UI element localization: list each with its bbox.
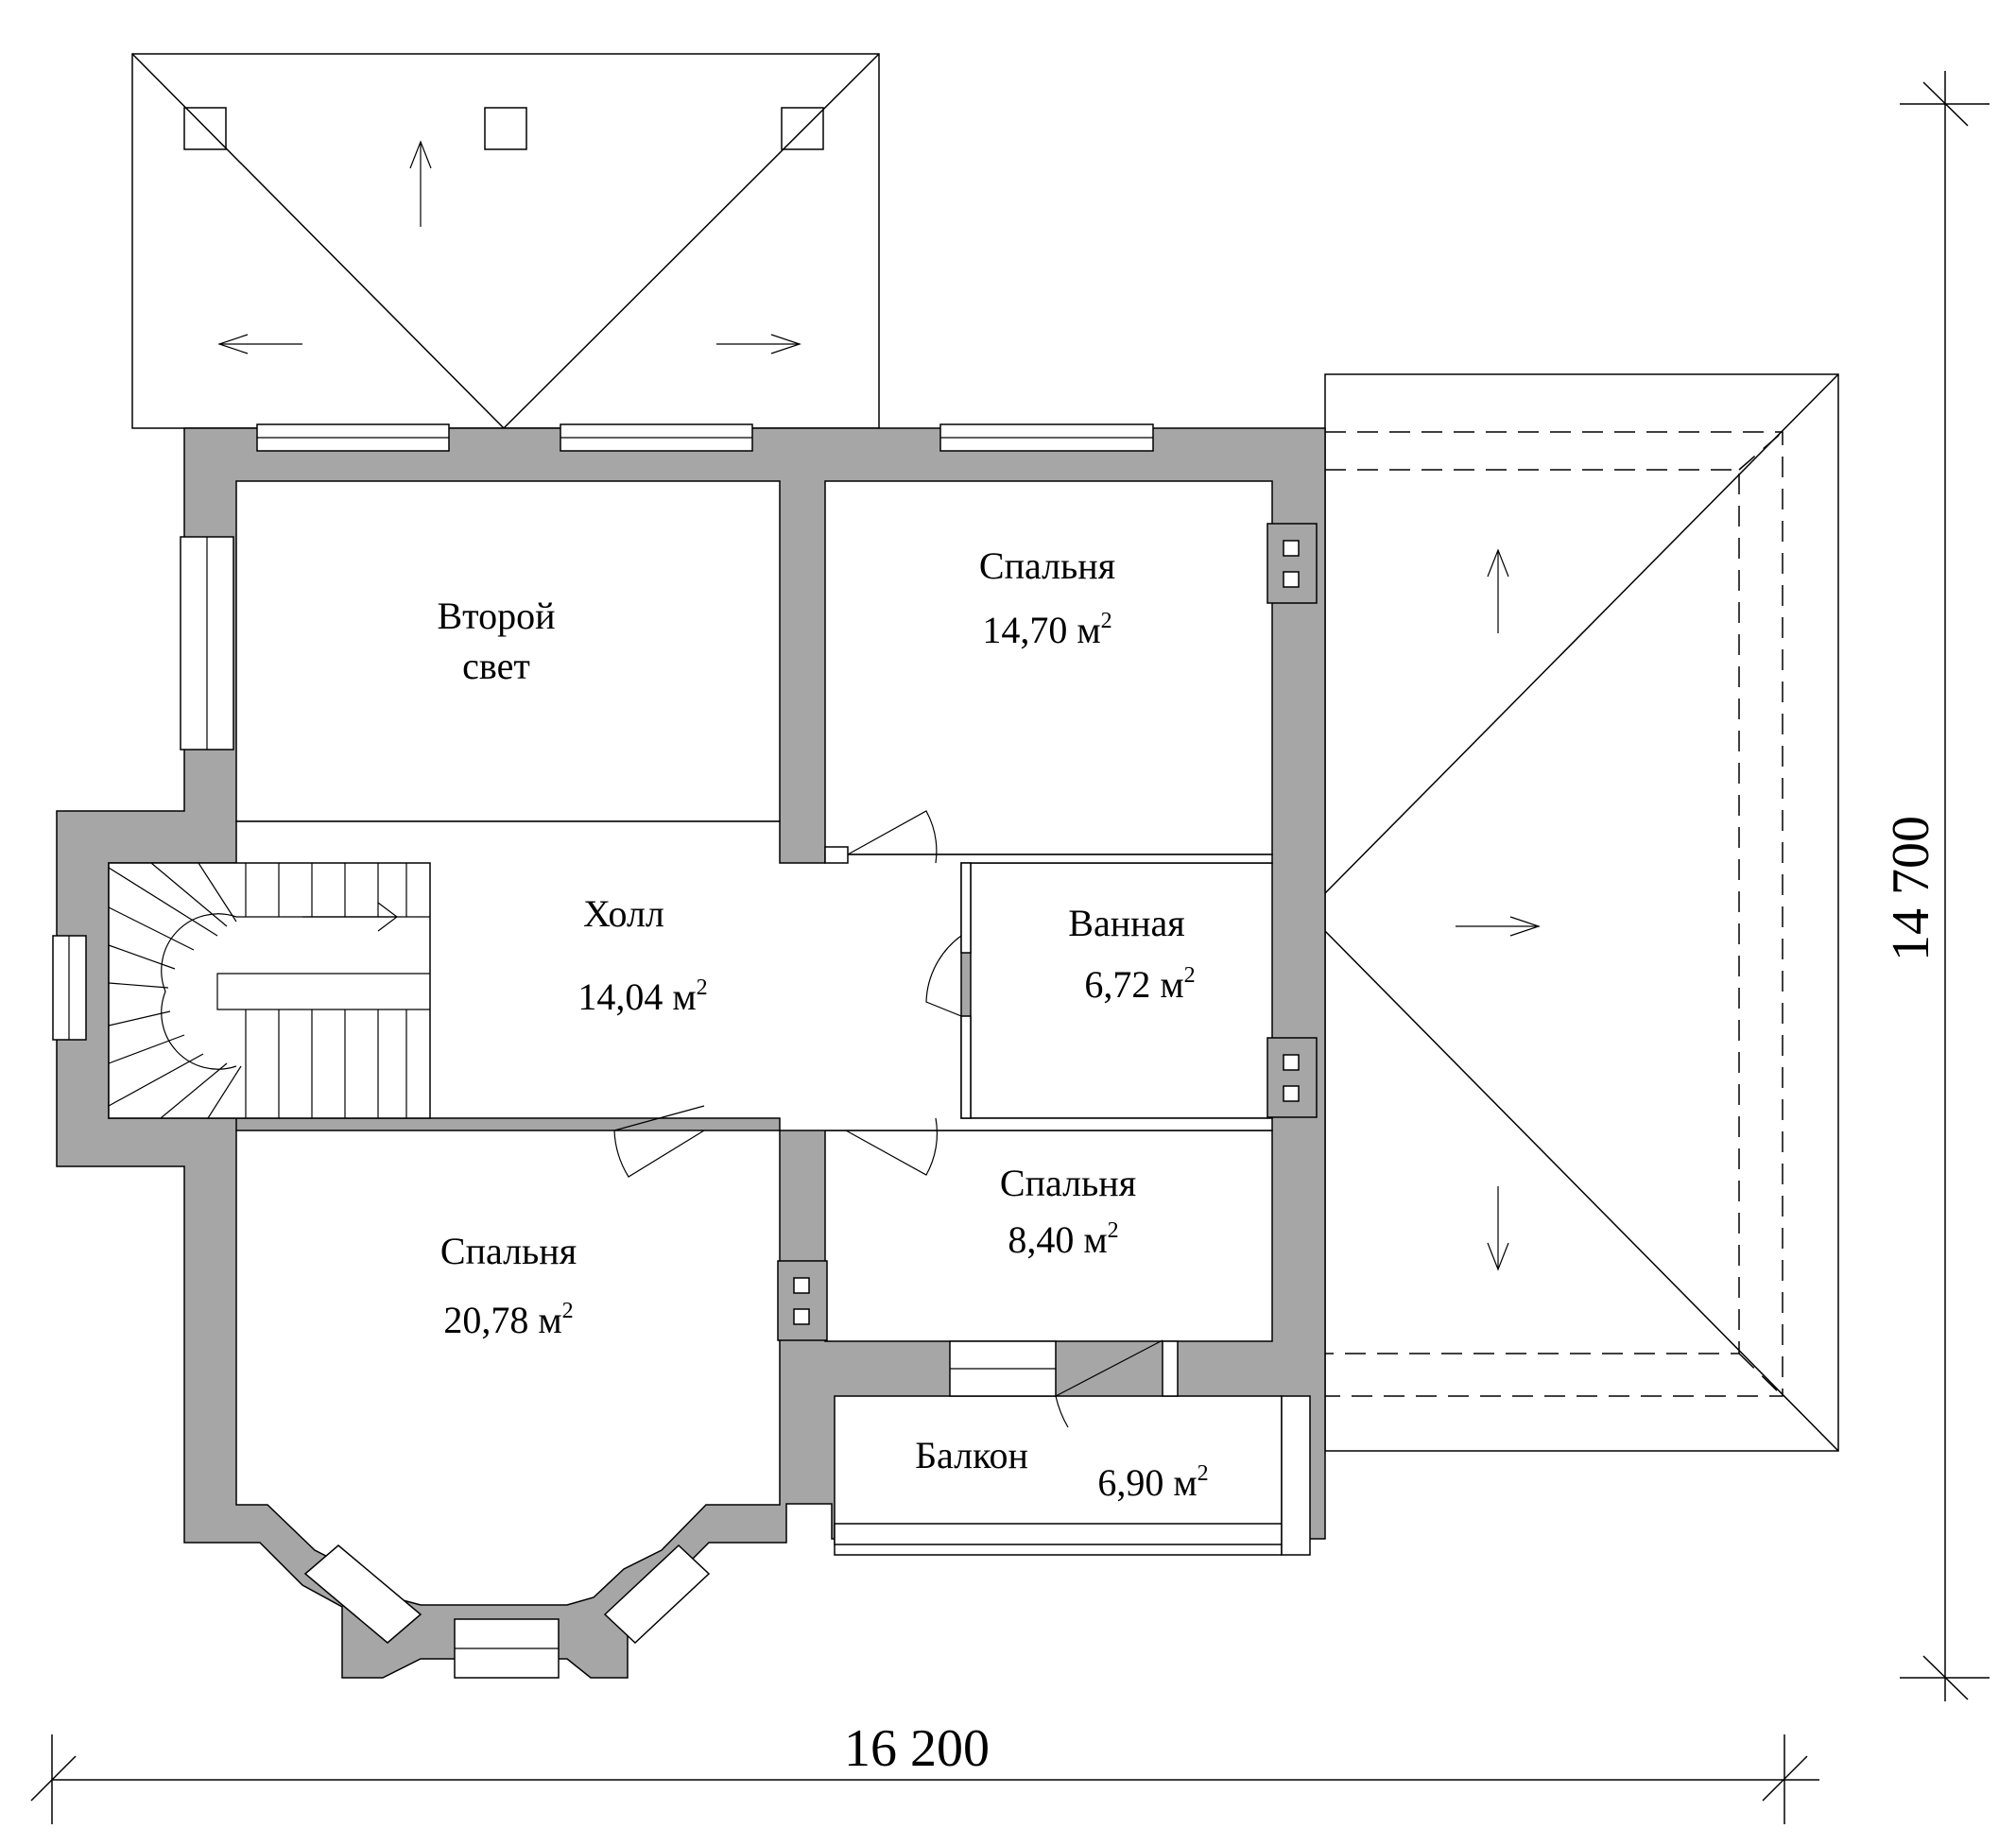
label-second-light-line2: свет — [462, 645, 530, 687]
dimension-width — [30, 1734, 1819, 1824]
label-second-light-line1: Второй — [437, 595, 555, 637]
dimension-height — [1900, 71, 1990, 1701]
label-balcony-area: 6,90 м2 — [1097, 1461, 1208, 1504]
roof-slope-arrow-right — [716, 334, 801, 354]
label-bedroom-small-area: 8,40 м2 — [1008, 1218, 1118, 1261]
label-hall-name: Холл — [583, 892, 664, 935]
stair-direction-arrow — [302, 902, 398, 932]
label-bathroom-area: 6,72 м2 — [1084, 963, 1195, 1006]
roof-top-left — [131, 53, 880, 429]
room-bathroom — [970, 862, 1273, 1119]
windows — [52, 423, 1311, 1679]
roof-slope-arrow-up — [409, 140, 432, 227]
dimension-height-label: 14 700 — [1882, 816, 1940, 961]
label-bedroom-large-area: 20,78 м2 — [443, 1299, 573, 1341]
label-balcony-name: Балкон — [915, 1434, 1028, 1476]
doors — [613, 810, 1179, 1428]
roof-slope-arrow-up-right — [1487, 548, 1509, 633]
label-bedroom-top-name: Спальня — [979, 544, 1115, 587]
room-bedroom-top — [824, 480, 1273, 855]
staircase — [108, 862, 430, 1119]
label-hall-area: 14,04 м2 — [577, 975, 707, 1018]
stairwell — [108, 862, 431, 1119]
room-bedroom-small — [824, 1130, 1273, 1342]
roof-slope-arrow-right-mid — [1456, 916, 1541, 937]
roof-slope-arrow-left — [217, 334, 302, 354]
dimension-width-label: 16 200 — [844, 1719, 990, 1778]
vent-shafts — [777, 523, 1318, 1341]
label-bedroom-small-name: Спальня — [1000, 1162, 1136, 1204]
roof-slope-arrow-down-right — [1487, 1186, 1509, 1271]
roof-right — [1324, 373, 1839, 1452]
label-bedroom-large-name: Спальня — [440, 1230, 577, 1272]
label-bathroom-name: Ванная — [1068, 902, 1184, 944]
room-bedroom-large — [235, 1130, 781, 1606]
label-bedroom-top-area: 14,70 м2 — [982, 609, 1111, 651]
